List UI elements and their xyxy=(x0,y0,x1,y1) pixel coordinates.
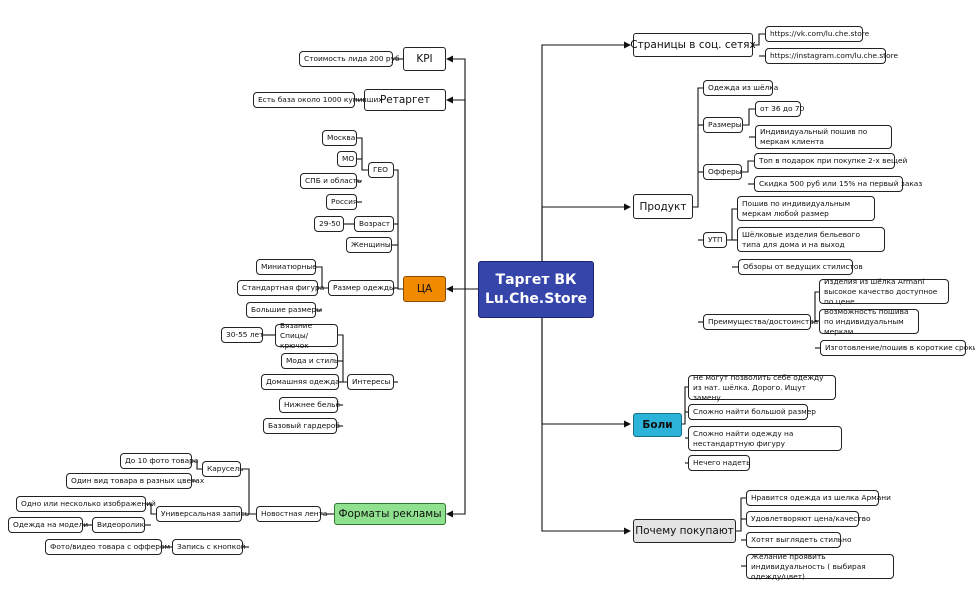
interest-knitting-node[interactable]: Вязание Спицы/крючок xyxy=(275,321,338,350)
kpi-node[interactable]: KPI xyxy=(403,47,446,71)
why-armani-node[interactable]: Нравится одежда из шелка Армани xyxy=(746,490,891,506)
offer-gift-node[interactable]: Топ в подарок при покупке 2-х вещей xyxy=(754,153,907,169)
button-offer-node[interactable]: Фото/видео товара с оффером xyxy=(45,539,170,555)
why-individuality-node[interactable]: Желание проявить индивидуальность ( выби… xyxy=(746,552,894,581)
offer-discount-node[interactable]: Скидка 500 руб или 15% на первый заказ xyxy=(754,176,922,192)
offers-node[interactable]: Офферы xyxy=(703,164,742,180)
universal-images-node[interactable]: Одно или несколько изображений xyxy=(16,496,156,512)
ca-node[interactable]: ЦА xyxy=(403,276,446,302)
usp-silk-lingerie-node[interactable]: Шёлковые изделия бельевого типа для дома… xyxy=(737,227,885,252)
interest-underwear-node[interactable]: Нижнее бельё xyxy=(279,397,340,413)
carousel-node[interactable]: Карусель xyxy=(202,461,244,477)
why-buy-node[interactable]: Почему покупают xyxy=(633,519,736,543)
video-model-node[interactable]: Одежда на модели xyxy=(8,517,88,533)
usp-custom-tailoring-node[interactable]: Пошив по индивидуальным меркам любой раз… xyxy=(737,196,875,221)
pains-node[interactable]: Боли xyxy=(633,413,682,437)
social-pages-node[interactable]: Страницы в соц. сетях xyxy=(630,33,756,57)
silk-clothing-node[interactable]: Одежда из шёлка xyxy=(703,80,778,96)
geo-moscow-node[interactable]: Москва xyxy=(322,130,357,146)
news-feed-node[interactable]: Новостная лента xyxy=(256,506,327,522)
central-topic-line2: Lu.Che.Store xyxy=(484,290,588,307)
central-topic-line1: Таргет ВК xyxy=(495,271,577,288)
universal-post-node[interactable]: Универсальная запись xyxy=(156,506,249,522)
why-stylish-node[interactable]: Хотят выглядеть стильно xyxy=(746,532,852,548)
interest-homewear-node[interactable]: Домашняя одежда xyxy=(261,374,340,390)
size-standard-node[interactable]: Стандартная фигура xyxy=(237,280,324,296)
vk-link-node[interactable]: https://vk.com/lu.che.store xyxy=(765,26,869,42)
universal-video-node[interactable]: Видеоролик xyxy=(92,517,145,533)
retarget-node[interactable]: Ретаргет xyxy=(364,89,446,111)
size-petite-node[interactable]: Миниатюрные xyxy=(256,259,317,275)
age-range-node[interactable]: 29-50 xyxy=(314,216,344,232)
advantage-custom-node[interactable]: Возможность пошива по индивидуальным мер… xyxy=(819,307,919,336)
why-price-quality-node[interactable]: Удовлетворяют цена/качество xyxy=(746,511,871,527)
pain-expensive-silk-node[interactable]: Не могут позволить себе одежду из нат. ш… xyxy=(688,373,836,402)
interests-node[interactable]: Интересы xyxy=(347,374,394,390)
interest-basic-wardrobe-node[interactable]: Базовый гардероб xyxy=(263,418,340,434)
size-plus-node[interactable]: Большие размеры xyxy=(246,302,322,318)
advantage-armani-silk-node[interactable]: Изделия из шёлка Armani высокое качество… xyxy=(819,277,949,306)
advantages-node[interactable]: Преимущества/достоинства xyxy=(703,314,818,330)
sizes-custom-node[interactable]: Индивидуальный пошив по меркам клиента xyxy=(755,125,892,149)
retarget-base-node[interactable]: Есть база около 1000 купивших xyxy=(253,92,383,108)
clothing-size-node[interactable]: Размер одежды xyxy=(328,280,395,296)
carousel-photos-node[interactable]: До 10 фото товара xyxy=(120,453,198,469)
sizes-range-node[interactable]: от 36 до 70 xyxy=(755,101,804,117)
button-post-node[interactable]: Запись с кнопкой xyxy=(172,539,246,555)
geo-node[interactable]: ГЕО xyxy=(368,162,394,178)
geo-mo-node[interactable]: МО xyxy=(337,151,357,167)
ad-formats-node[interactable]: Форматы рекламы xyxy=(334,503,446,525)
pain-large-size-node[interactable]: Сложно найти большой размер xyxy=(688,404,816,420)
sizes-node[interactable]: Размеры xyxy=(703,117,743,133)
women-node[interactable]: Женщины xyxy=(346,237,392,253)
usp-node[interactable]: УТП xyxy=(703,232,727,248)
usp-stylist-reviews-node[interactable]: Обзоры от ведущих стилистов xyxy=(738,259,863,275)
product-node[interactable]: Продукт xyxy=(633,194,693,219)
pain-nonstandard-figure-node[interactable]: Сложно найти одежду на нестандартную фиг… xyxy=(688,426,842,451)
instagram-link-node[interactable]: https://instagram.com/lu.che.store xyxy=(765,48,898,64)
kpi-cost-node[interactable]: Стоимость лида 200 руб xyxy=(299,51,400,67)
central-topic[interactable]: Таргет ВК Lu.Che.Store xyxy=(478,261,594,318)
geo-spb-node[interactable]: СПБ и область xyxy=(300,173,361,189)
knitting-age-node[interactable]: 30-55 лет xyxy=(221,327,263,343)
interest-fashion-node[interactable]: Мода и стиль xyxy=(281,353,338,369)
carousel-colors-node[interactable]: Один вид товара в разных цветах xyxy=(66,473,204,489)
advantage-fast-node[interactable]: Изготовление/пошив в короткие сроки xyxy=(820,340,975,356)
pain-nothing-to-wear-node[interactable]: Нечего надеть xyxy=(688,455,750,471)
geo-russia-node[interactable]: Россия xyxy=(326,194,357,210)
age-node[interactable]: Возраст xyxy=(354,216,394,232)
